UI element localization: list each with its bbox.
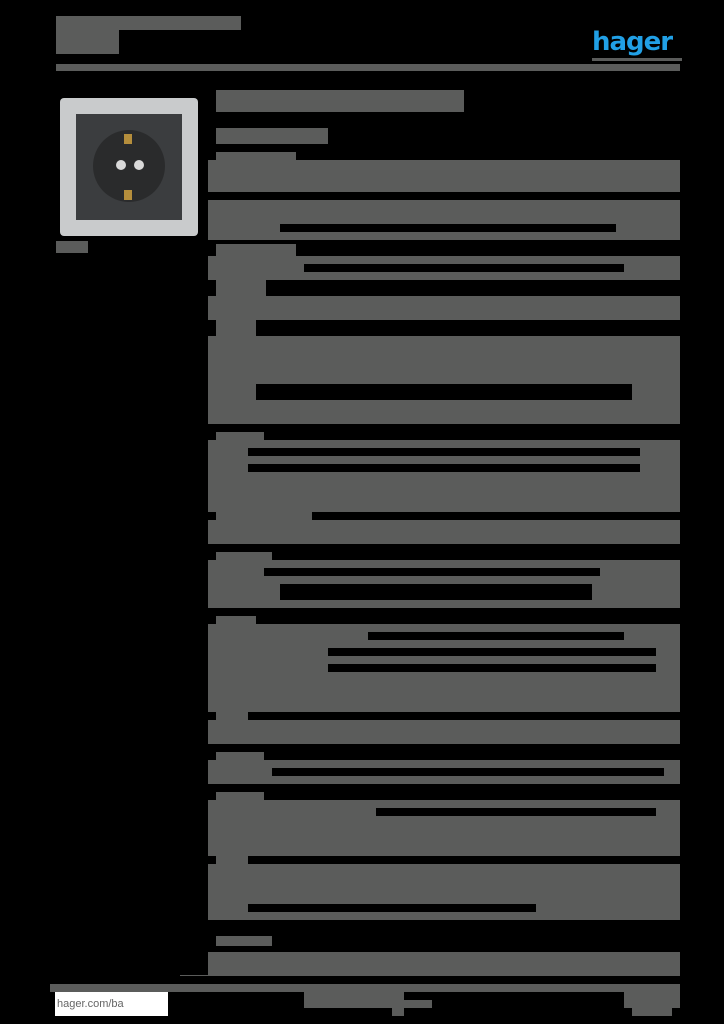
product-reference bbox=[216, 128, 328, 144]
footer-center-text-tail bbox=[404, 1000, 432, 1008]
spec-label-col bbox=[216, 320, 256, 336]
spec-table bbox=[208, 952, 680, 976]
spec-row-gap bbox=[272, 768, 664, 776]
socket-pin-left bbox=[116, 160, 126, 170]
spec-row-gap bbox=[256, 384, 632, 400]
spec-label-col bbox=[216, 280, 266, 296]
section-heading bbox=[216, 936, 272, 946]
spec-row-gap bbox=[248, 464, 640, 472]
spec-table bbox=[208, 336, 680, 424]
product-name bbox=[216, 90, 464, 112]
spec-table bbox=[208, 160, 680, 192]
product-image-caption bbox=[56, 241, 88, 253]
footer-bar bbox=[50, 984, 680, 992]
socket-pin-right bbox=[134, 160, 144, 170]
earth-clip-top bbox=[124, 134, 132, 144]
footer-center-text bbox=[304, 992, 404, 1008]
spec-row-gap bbox=[280, 224, 616, 232]
spec-table bbox=[208, 520, 680, 544]
hager-logo: hager bbox=[592, 27, 673, 57]
spec-table bbox=[208, 720, 680, 744]
footer-rule bbox=[180, 975, 680, 976]
product-image bbox=[60, 98, 198, 236]
spec-row-gap bbox=[264, 568, 600, 576]
spec-label-col bbox=[216, 510, 312, 522]
footer-center-sub bbox=[392, 1008, 404, 1016]
header-title bbox=[56, 16, 241, 30]
section-heading bbox=[216, 792, 264, 802]
header-subtitle bbox=[56, 40, 119, 54]
spec-row-gap bbox=[328, 648, 656, 656]
section-heading bbox=[216, 616, 256, 626]
spec-label-col bbox=[216, 710, 248, 722]
website-link[interactable]: hager.com/ba bbox=[55, 992, 168, 1016]
spec-row-gap bbox=[248, 448, 640, 456]
section-heading bbox=[216, 152, 296, 162]
page-number bbox=[624, 992, 680, 1008]
section-heading bbox=[216, 432, 264, 442]
spec-row-gap bbox=[368, 632, 624, 640]
spec-label-col bbox=[216, 856, 248, 864]
spec-row-gap bbox=[376, 808, 656, 816]
page-number-sub bbox=[632, 1008, 672, 1016]
section-heading bbox=[216, 752, 264, 762]
logo-underline bbox=[592, 58, 682, 61]
spec-table bbox=[208, 296, 680, 320]
spec-row-gap bbox=[328, 664, 656, 672]
header-rule bbox=[56, 64, 680, 71]
spec-row-gap bbox=[304, 264, 624, 272]
earth-clip-bottom bbox=[124, 190, 132, 200]
spec-row-gap bbox=[280, 584, 592, 600]
spec-row-gap bbox=[248, 904, 536, 912]
section-heading bbox=[216, 552, 272, 562]
spec-table bbox=[208, 200, 680, 240]
